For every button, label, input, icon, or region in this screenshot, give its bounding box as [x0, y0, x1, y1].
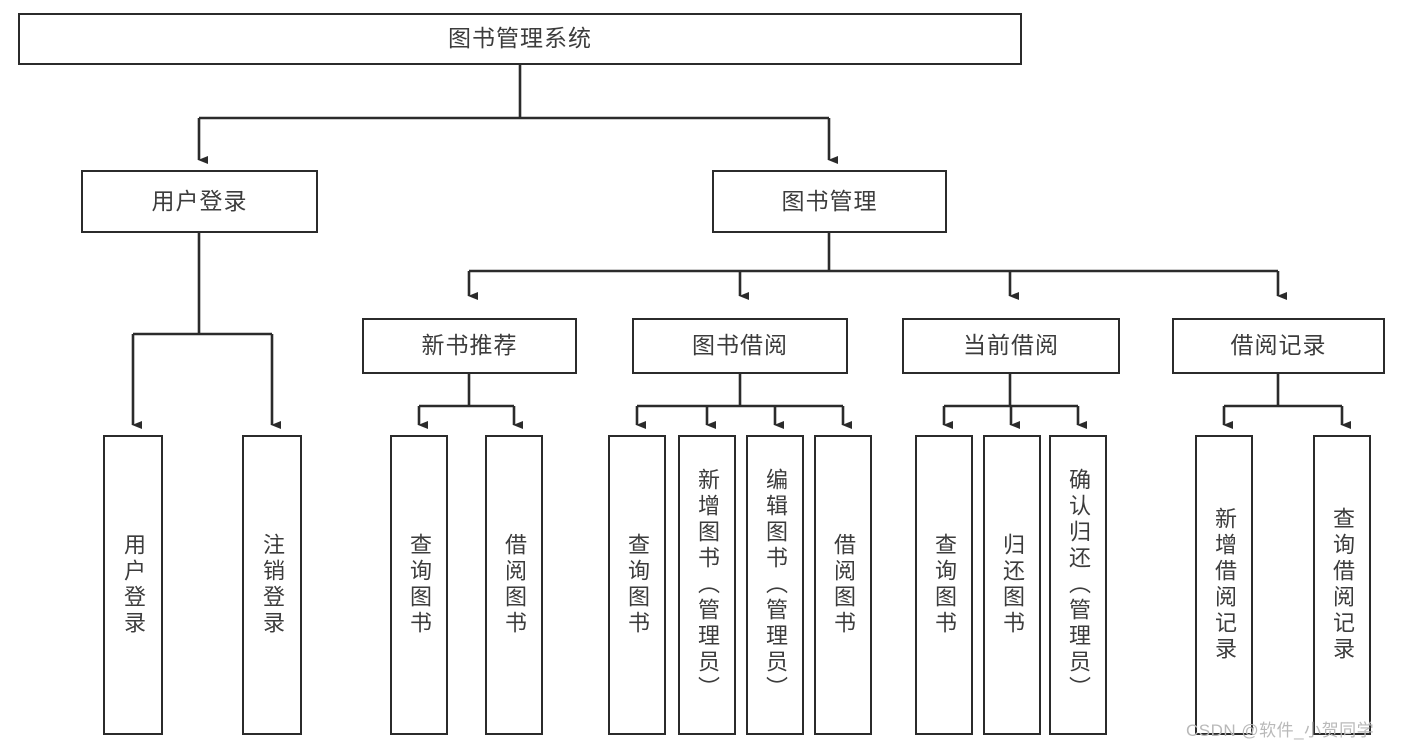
node-leaf-edit-book[interactable]: 编辑图书（管理员） [746, 435, 804, 735]
node-leaf-borrow-book-1-label: 借阅图书 [501, 533, 527, 637]
node-leaf-add-book[interactable]: 新增图书（管理员） [678, 435, 736, 735]
node-root-label: 图书管理系统 [448, 25, 592, 52]
node-leaf-query-record[interactable]: 查询借阅记录 [1313, 435, 1371, 735]
node-leaf-user-login-label: 用户登录 [120, 533, 146, 637]
node-leaf-user-login[interactable]: 用户登录 [103, 435, 163, 735]
node-leaf-confirm-return-label: 确认归还（管理员） [1065, 468, 1091, 702]
node-leaf-add-record-label: 新增借阅记录 [1211, 507, 1237, 663]
node-book-manage-label: 图书管理 [781, 187, 878, 214]
node-book-borrow[interactable]: 图书借阅 [632, 318, 848, 374]
node-book-borrow-label: 图书借阅 [692, 332, 788, 359]
node-book-manage[interactable]: 图书管理 [712, 170, 947, 233]
node-leaf-query-book-1[interactable]: 查询图书 [390, 435, 448, 735]
node-leaf-query-record-label: 查询借阅记录 [1329, 507, 1355, 663]
node-leaf-query-book-2-label: 查询图书 [624, 533, 650, 637]
node-leaf-query-book-3[interactable]: 查询图书 [915, 435, 973, 735]
node-current-borrow-label: 当前借阅 [963, 332, 1059, 359]
node-leaf-query-book-2[interactable]: 查询图书 [608, 435, 666, 735]
node-leaf-return-book-label: 归还图书 [999, 533, 1025, 637]
node-user-login[interactable]: 用户登录 [81, 170, 318, 233]
node-borrow-record[interactable]: 借阅记录 [1172, 318, 1385, 374]
node-leaf-query-book-1-label: 查询图书 [406, 533, 432, 637]
node-leaf-edit-book-label: 编辑图书（管理员） [762, 468, 788, 702]
node-leaf-query-book-3-label: 查询图书 [931, 533, 957, 637]
node-leaf-user-logout-label: 注销登录 [259, 533, 285, 637]
node-leaf-user-logout[interactable]: 注销登录 [242, 435, 302, 735]
node-leaf-add-record[interactable]: 新增借阅记录 [1195, 435, 1253, 735]
node-leaf-confirm-return[interactable]: 确认归还（管理员） [1049, 435, 1107, 735]
node-leaf-borrow-book-2[interactable]: 借阅图书 [814, 435, 872, 735]
node-borrow-record-label: 借阅记录 [1230, 332, 1327, 359]
node-root[interactable]: 图书管理系统 [18, 13, 1022, 65]
watermark-text: CSDN @软件_小贺同学 [1186, 721, 1375, 740]
node-leaf-return-book[interactable]: 归还图书 [983, 435, 1041, 735]
node-user-login-label: 用户登录 [151, 187, 248, 214]
node-leaf-borrow-book-2-label: 借阅图书 [830, 533, 856, 637]
node-new-book-rec[interactable]: 新书推荐 [362, 318, 577, 374]
node-leaf-add-book-label: 新增图书（管理员） [694, 468, 720, 702]
node-new-book-rec-label: 新书推荐 [421, 332, 518, 359]
node-current-borrow[interactable]: 当前借阅 [902, 318, 1120, 374]
node-leaf-borrow-book-1[interactable]: 借阅图书 [485, 435, 543, 735]
